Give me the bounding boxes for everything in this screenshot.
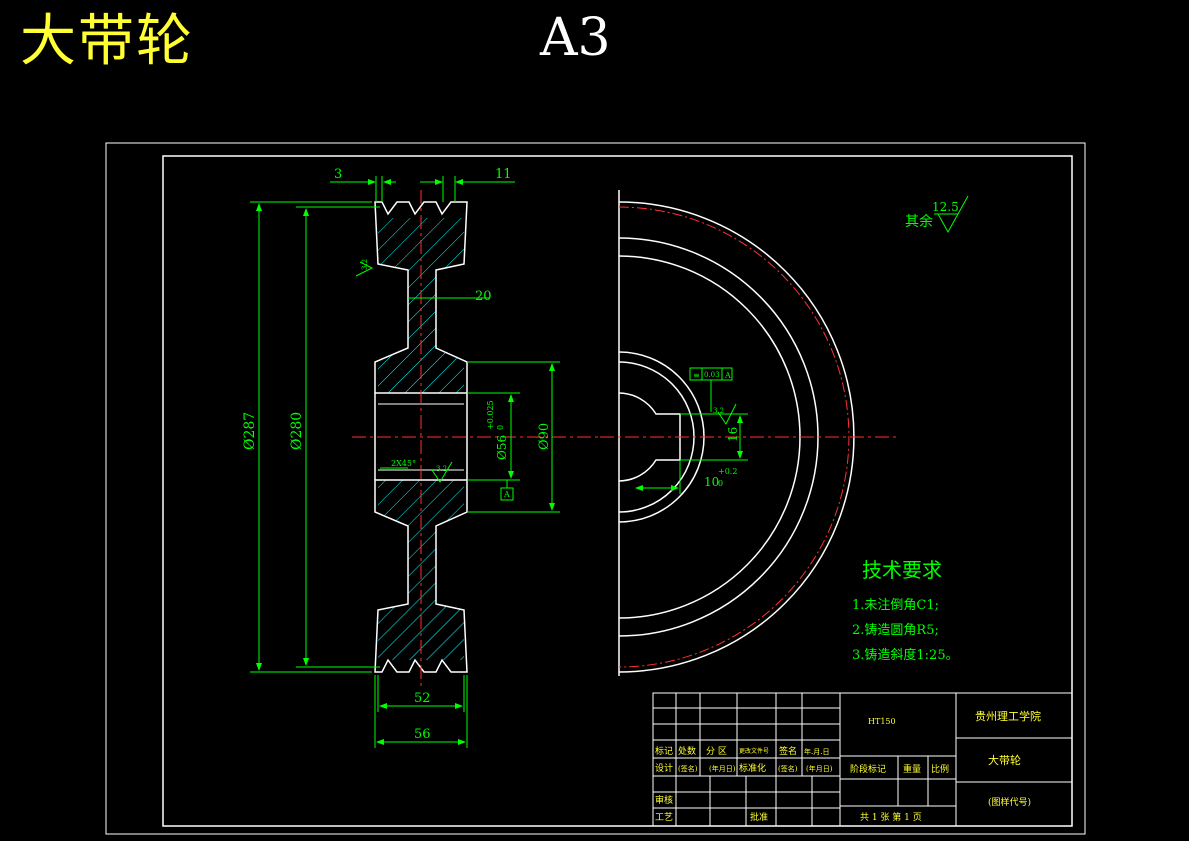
tb-review: 审核 [655, 794, 673, 806]
dim-11: 11 [495, 167, 512, 182]
tech-req-3: 3.铸造斜度1:25。 [852, 647, 959, 663]
tb-standard-sign: (签名) [778, 764, 798, 773]
dim-bore-tolerance-low: 0 [496, 425, 505, 430]
tb-h-count: 处数 [678, 745, 696, 757]
dim-3: 3 [334, 167, 342, 182]
tech-req-2: 2.铸造圆角R5; [852, 622, 939, 638]
tb-h-date: 年.月.日 [804, 747, 829, 756]
tb-h-sign: 签名 [779, 745, 797, 757]
tb-process: 工艺 [655, 812, 673, 823]
dim-keyslot-10: 10 [704, 475, 719, 489]
tb-sheets: 共 1 张 第 1 页 [860, 811, 922, 823]
pulley-outline-lower [374, 479, 468, 673]
tb-approve: 批准 [750, 811, 768, 823]
inner-frame [162, 155, 1073, 827]
tb-design-date: (年月日) [709, 764, 736, 773]
datum-a: A [503, 490, 510, 499]
tb-standard-date: (年月日) [806, 764, 833, 773]
roughness-web: 3.2 [361, 259, 369, 270]
sheet-title: 大带轮 [20, 9, 194, 74]
tol-frame-ref: A [724, 371, 731, 380]
chamfer-note: 2X45° [391, 459, 416, 468]
outer-border [105, 142, 1086, 835]
dim-web-20: 20 [475, 289, 492, 304]
tb-design-sign: (签名) [678, 764, 698, 773]
tb-part-name: 大带轮 [988, 753, 1021, 767]
dim-keyslot-tol: +0.2 [718, 467, 737, 476]
dim-width-52: 52 [414, 691, 431, 706]
tb-standard: 标准化 [739, 762, 766, 774]
dim-hub-diameter: Ø90 [537, 423, 552, 450]
dim-outer-diameter: Ø287 [242, 412, 258, 450]
tb-weight: 重量 [903, 763, 921, 775]
dim-keyslot-tol-low: 0 [718, 479, 723, 488]
dim-bore-diameter: Ø56 [495, 435, 509, 460]
tech-req-title: 技术要求 [862, 558, 942, 582]
title-block [652, 692, 1073, 827]
tech-req-1: 1.未注倒角C1; [852, 598, 939, 613]
sheet-size-label: A3 [540, 8, 611, 68]
dim-keyway-16: 16 [726, 427, 740, 442]
tol-frame-value: 0.03 [704, 371, 720, 379]
tb-material: HT150 [868, 717, 896, 726]
roughness-key: 3.2 [713, 407, 724, 415]
dim-pitch-diameter: Ø280 [289, 412, 305, 450]
pulley-outline [374, 201, 468, 394]
tb-h-mark: 标记 [655, 745, 673, 757]
roughness-other-label: 其余 [905, 213, 933, 230]
tb-school: 贵州理工学院 [975, 709, 1041, 723]
tb-h-docno: 更改文件号 [739, 747, 769, 755]
roughness-bore: 3.2 [436, 465, 447, 473]
tb-h-zone: 分 区 [706, 746, 727, 757]
tb-scale: 比例 [931, 763, 949, 775]
tb-drawing-no: (图样代号) [988, 796, 1031, 808]
section-view: Ø287 Ø280 Ø56 +0.025 0 Ø90 3 11 20 [242, 167, 600, 748]
dim-bore-tolerance: +0.025 [486, 400, 495, 430]
tb-design: 设计 [655, 762, 673, 774]
roughness-other-value: 12.5 [932, 200, 959, 214]
tol-frame-symbol: ≡ [693, 371, 700, 380]
dim-width-56: 56 [414, 727, 431, 742]
tb-stage-mark: 阶段标记 [850, 763, 886, 775]
half-front-view: 16 10 +0.2 0 3.2 ≡ 0.03 A [600, 190, 900, 676]
